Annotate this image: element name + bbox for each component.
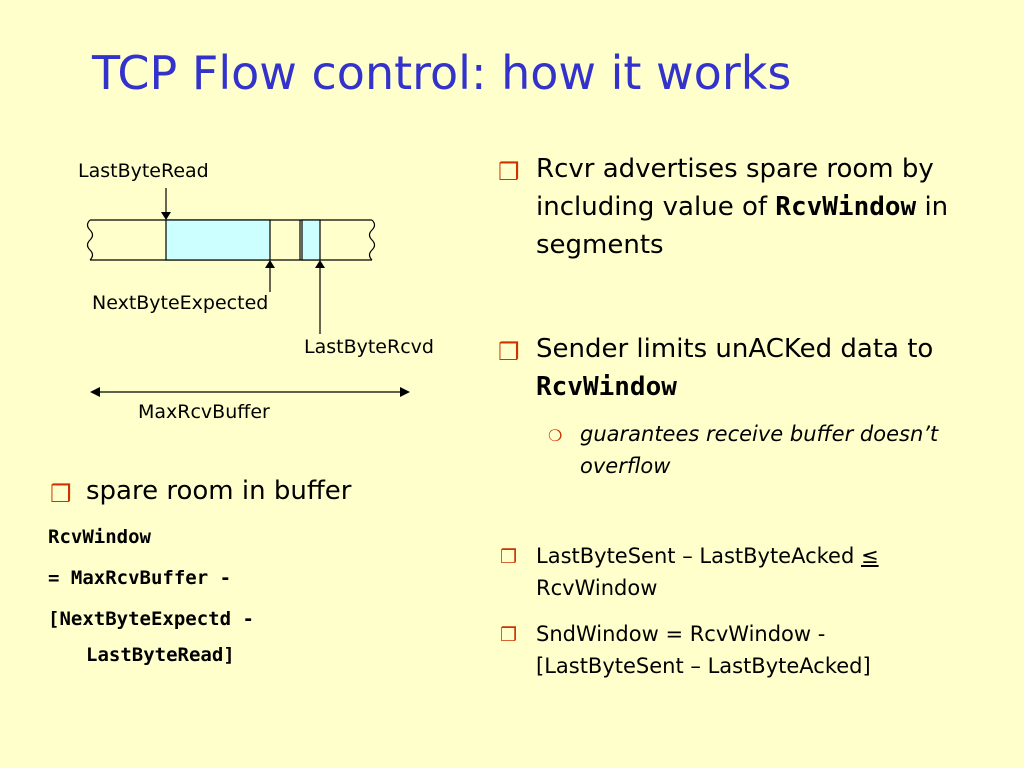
bullet-box-icon: ❒ [500,624,518,646]
next-byte-expected-arrow [265,260,275,268]
right-bullet-2-code: RcvWindow [536,372,677,402]
sub-bullet-icon: ❍ [548,426,563,445]
right-bullet-2-text: Sender limits unACKed data to [536,334,934,364]
last-byte-read-arrow [161,212,171,220]
out-of-order-region [301,219,321,261]
bullet-box-icon: ❒ [50,480,72,508]
right-bullet-2: Sender limits unACKed data to RcvWindow [536,330,996,406]
right-bullet-3-op: ≤ [861,544,879,568]
buffer-left-break [86,219,94,261]
bullet-box-icon: ❒ [498,338,520,366]
right-bullet-3: LastByteSent – LastByteAcked ≤ RcvWindow [536,540,986,604]
formula-line-4: LastByteRead] [86,644,235,666]
right-bullet-1-code: RcvWindow [775,192,917,222]
bullet-box-icon: ❒ [500,546,518,568]
formula-line-3: [NextByteExpectd - [48,608,254,630]
next-byte-expected-label: NextByteExpected [92,292,269,314]
right-bullet-1-text: Rcvr advertises spare room by including … [536,154,934,222]
right-sub-bullet: guarantees receive buffer doesn’t overfl… [580,422,939,478]
last-byte-rcvd-label: LastByteRcvd [304,336,434,358]
right-bullet-4: SndWindow = RcvWindow - [LastByteSent – … [536,622,871,678]
formula-line-1: RcvWindow [48,526,151,548]
right-bullet-3-tail: RcvWindow [536,576,658,600]
buffered-data-region [165,219,271,261]
max-rcv-buffer-label: MaxRcvBuffer [138,401,270,423]
bullet-box-icon: ❒ [498,158,520,186]
slide-title: TCP Flow control: how it works [92,46,792,100]
right-bullet-1-tail: in segments [536,192,949,260]
right-bullet-1: Rcvr advertises spare room by including … [536,150,986,264]
last-byte-rcvd-arrow [315,260,325,268]
last-byte-read-label: LastByteRead [78,160,209,182]
formula-line-2: = MaxRcvBuffer - [48,567,232,589]
buffer-right-break [368,219,376,261]
right-bullet-3-text: LastByteSent – LastByteAcked [536,544,861,568]
left-bullet-text: spare room in buffer [86,476,352,506]
